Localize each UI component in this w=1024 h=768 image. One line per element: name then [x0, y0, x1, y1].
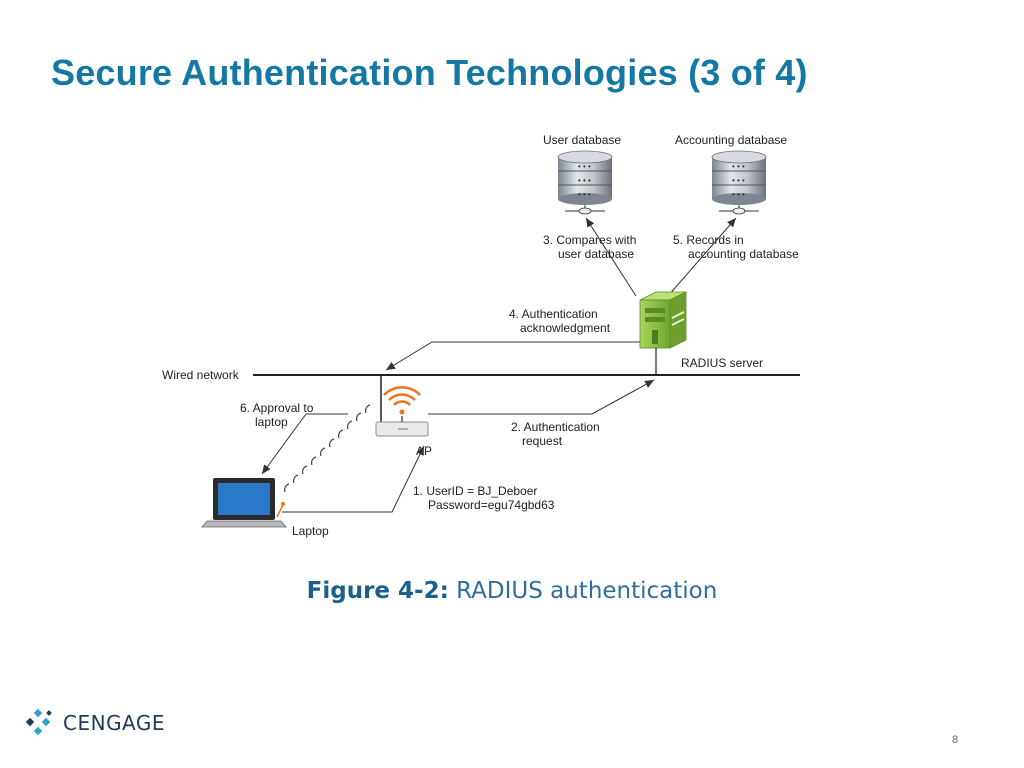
cengage-logo-text: CENGAGE	[63, 711, 166, 735]
svg-text:• • •: • • •	[732, 162, 745, 171]
arrow-authentication-request	[428, 379, 655, 415]
arrow-to-accounting-database	[667, 217, 737, 297]
arrow-credentials	[282, 445, 425, 513]
arrow-approval-to-laptop	[261, 413, 348, 475]
laptop-label: Laptop	[292, 524, 329, 538]
radius-server-icon	[639, 291, 687, 349]
step6-label-line1: 6. Approval to	[240, 401, 314, 415]
step1-label-line2: Password=egu74gbd63	[428, 498, 555, 512]
step6-label-line2: laptop	[255, 415, 288, 429]
cengage-logo-icon	[25, 708, 52, 736]
svg-text:• • •: • • •	[732, 190, 745, 199]
cengage-logo: CENGAGE	[25, 708, 165, 738]
step2-label-line1: 2. Authentication	[511, 420, 600, 434]
slide-title: Secure Authentication Technologies (3 of…	[51, 52, 808, 93]
arrow-to-user-database	[585, 217, 637, 297]
page-number: 8	[952, 734, 959, 746]
laptop-icon	[201, 478, 287, 528]
step3-label-line1: 3. Compares with	[543, 233, 636, 247]
svg-text:• • •: • • •	[732, 176, 745, 185]
wireless-signal-icon	[283, 404, 371, 493]
step3-label-line2: user database	[558, 247, 634, 261]
wired-network-label: Wired network	[162, 368, 240, 382]
svg-text:• • •: • • •	[578, 190, 591, 199]
figure-caption: Figure 4-2: RADIUS authentication	[0, 578, 1024, 604]
radius-server-label: RADIUS server	[681, 356, 763, 370]
step5-label-line1: 5. Records in	[673, 233, 744, 247]
step1-label-line1: 1. UserID = BJ_Deboer	[413, 484, 537, 498]
figure-caption-text: RADIUS authentication	[448, 578, 718, 604]
user-database-label: User database	[543, 133, 621, 147]
step2-label-line2: request	[522, 434, 563, 448]
svg-text:• • •: • • •	[578, 176, 591, 185]
accounting-database-icon: • • • • • • • • •	[711, 150, 767, 215]
accounting-database-label: Accounting database	[675, 133, 787, 147]
step4-label-line2: acknowledgment	[520, 321, 611, 335]
access-point-icon	[375, 386, 429, 437]
svg-text:• • •: • • •	[578, 162, 591, 171]
step5-label-line2: accounting database	[688, 247, 799, 261]
figure-caption-label: Figure 4-2:	[306, 578, 449, 604]
step4-label-line1: 4. Authentication	[509, 307, 598, 321]
user-database-icon: • • • • • • • • •	[557, 150, 613, 215]
arrow-authentication-acknowledgment	[385, 341, 640, 371]
